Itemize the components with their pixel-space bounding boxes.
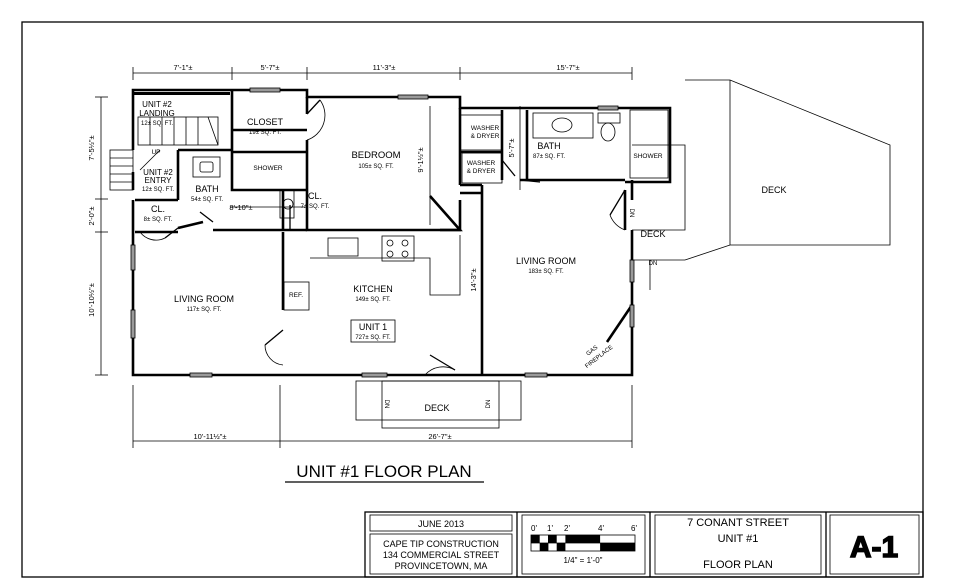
closet2-name: CLOSET bbox=[247, 117, 284, 127]
unit2-landing-area: 12± SQ. FT. bbox=[141, 121, 173, 127]
living-room-left-area: 117± SQ. FT. bbox=[187, 307, 222, 313]
shower2-label: SHOWER bbox=[633, 153, 663, 160]
dn-label-side: DN bbox=[649, 261, 658, 267]
scale-tick-2: 2' bbox=[564, 524, 570, 533]
up-label: UP bbox=[151, 149, 160, 156]
dim-bath2-depth: 5'-7"± bbox=[507, 138, 516, 157]
living-room-right-name: LIVING ROOM bbox=[516, 256, 576, 266]
dryer2-label: & DRYER bbox=[467, 168, 496, 175]
deck-front-label: DECK bbox=[424, 403, 449, 413]
washer1-label: WASHER bbox=[471, 125, 500, 132]
unit1-name: UNIT 1 bbox=[359, 322, 387, 332]
dim-bottom-2: 26'-7"± bbox=[428, 432, 451, 441]
title-block bbox=[364, 511, 924, 578]
unit2-landing-sub: LANDING bbox=[139, 109, 175, 118]
bath2-name: BATH bbox=[537, 141, 560, 151]
closet3-area: 7± SQ. FT. bbox=[301, 204, 330, 210]
scale-tick-0: 0' bbox=[531, 524, 537, 533]
deck-side-label: DECK bbox=[640, 229, 665, 239]
bath2-area: 87± SQ. FT. bbox=[533, 154, 565, 160]
living-room-right-area: 183± SQ. FT. bbox=[528, 269, 564, 275]
dn-label-side-upper: DN bbox=[628, 209, 634, 218]
tb-company: CAPE TIP CONSTRUCTION bbox=[383, 539, 499, 549]
dim-top-3: 11'-3"± bbox=[373, 63, 396, 72]
dim-bedroom-depth: 9'-1½"± bbox=[416, 147, 425, 172]
dim-bath-width: 8'-10"± bbox=[229, 203, 252, 212]
dim-top-1: 7'-1"± bbox=[173, 63, 192, 72]
plumbing-fixtures bbox=[192, 109, 669, 311]
dn-label-front-right: DN bbox=[486, 400, 492, 409]
unit2-landing-name: UNIT #2 bbox=[142, 100, 172, 109]
tb-company-address: 134 COMMERCIAL STREET bbox=[383, 550, 500, 560]
shower1-label: SHOWER bbox=[253, 165, 283, 172]
bath1-area: 54± SQ. FT. bbox=[191, 197, 223, 203]
kitchen-area: 149± SQ. FT. bbox=[355, 297, 391, 303]
bedroom-area: 105± SQ. FT. bbox=[358, 164, 394, 170]
tb-sheet-number: A-1 bbox=[850, 531, 898, 564]
interior-walls bbox=[135, 90, 634, 375]
closet1-name: CL. bbox=[151, 204, 165, 214]
dim-left-2: 2'-0"± bbox=[87, 206, 96, 225]
graphic-scale bbox=[530, 534, 636, 552]
closet1-area: 8± SQ. FT. bbox=[144, 217, 173, 223]
tb-date: JUNE 2013 bbox=[418, 519, 464, 529]
kitchen-name: KITCHEN bbox=[353, 284, 393, 294]
washer2-label: WASHER bbox=[467, 160, 496, 167]
unit2-entry-name: UNIT #2 bbox=[143, 168, 173, 177]
closet2-area: 19± SQ. FT. bbox=[249, 130, 281, 136]
scale-tick-6: 6' bbox=[631, 524, 637, 533]
bedroom-name: BEDROOM bbox=[351, 150, 400, 161]
dim-living-depth: 14'-3"± bbox=[469, 268, 478, 291]
deck-rear-label: DECK bbox=[761, 185, 786, 195]
dim-bottom-1: 10'-11½"± bbox=[193, 432, 226, 441]
dim-left-3: 10'-10½"± bbox=[87, 283, 96, 317]
decks bbox=[355, 79, 891, 429]
dn-label-front-left: DN bbox=[383, 400, 389, 409]
door-swings bbox=[139, 99, 626, 376]
dim-top-4: 15'-7"± bbox=[556, 63, 579, 72]
unit1-label-box bbox=[350, 319, 396, 343]
dryer1-label: & DRYER bbox=[471, 133, 500, 140]
bath1-name: BATH bbox=[195, 184, 218, 194]
dim-top-2: 5'-7"± bbox=[260, 63, 279, 72]
windows bbox=[130, 87, 635, 378]
room-labels: UNIT #2 LANDING 12± SQ. FT. UNIT #2 ENTR… bbox=[139, 100, 786, 413]
unit2-entry-area: 12± SQ. FT. bbox=[142, 187, 174, 193]
tb-drawing-name: FLOOR PLAN bbox=[703, 559, 773, 571]
ref-label: REF. bbox=[289, 292, 303, 299]
tb-company-city: PROVINCETOWN, MA bbox=[395, 561, 488, 571]
scale-text: 1/4" = 1'-0" bbox=[563, 556, 602, 565]
living-room-left-name: LIVING ROOM bbox=[174, 294, 234, 304]
closet3-name: CL. bbox=[308, 191, 322, 201]
unit1-area: 727± SQ. FT. bbox=[355, 335, 391, 341]
tb-project-address: 7 CONANT STREET bbox=[687, 517, 789, 529]
scale-tick-1: 1' bbox=[547, 524, 553, 533]
tb-project-unit: UNIT #1 bbox=[718, 533, 759, 545]
drawing-title: UNIT #1 FLOOR PLAN bbox=[296, 462, 471, 481]
stairs bbox=[109, 116, 219, 191]
dim-left-1: 7'-5½"± bbox=[87, 135, 96, 160]
unit2-entry-sub: ENTRY bbox=[145, 176, 173, 185]
scale-tick-4: 4' bbox=[598, 524, 604, 533]
